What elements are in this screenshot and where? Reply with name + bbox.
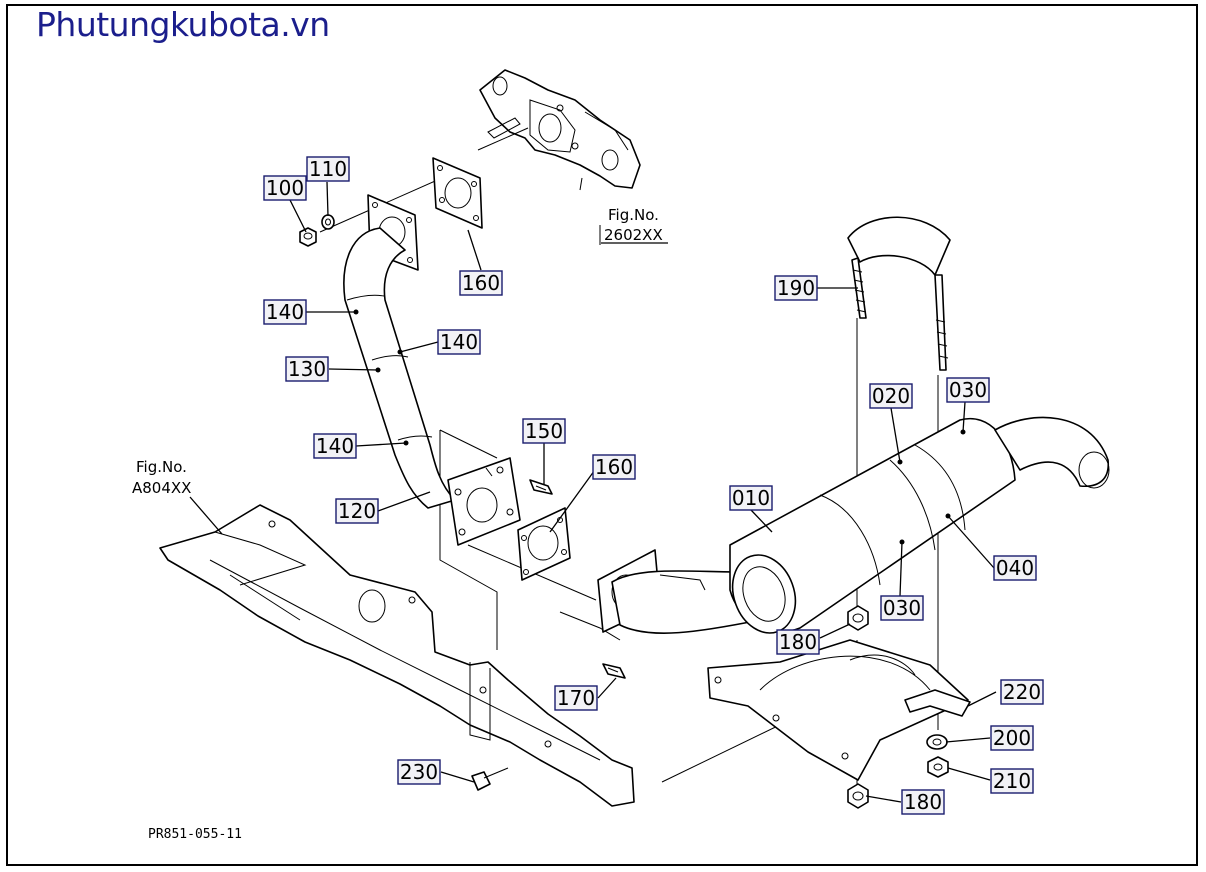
svg-text:180: 180	[779, 630, 817, 654]
gasket-160-mid-drawing	[517, 507, 571, 581]
svg-text:200: 200	[993, 726, 1031, 750]
leader-lines	[189, 181, 997, 803]
nut-180-lower-drawing	[847, 783, 869, 809]
svg-text:120: 120	[338, 499, 376, 523]
washer-200-drawing	[926, 734, 948, 750]
part-number-160-mid[interactable]: 160	[592, 454, 636, 480]
svg-text:A804XX: A804XX	[132, 479, 191, 497]
part-number-160-top[interactable]: 160	[459, 270, 503, 296]
part-number-200[interactable]: 200	[990, 725, 1034, 751]
svg-text:170: 170	[557, 686, 595, 710]
part-number-120[interactable]: 120	[335, 498, 379, 524]
part-number-040[interactable]: 040	[993, 555, 1037, 581]
frame-drawing	[159, 504, 635, 807]
part-number-190[interactable]: 190	[774, 275, 818, 301]
part-number-030-bottom[interactable]: 030	[880, 595, 924, 621]
svg-text:Fig.No.: Fig.No.	[608, 206, 659, 224]
part-number-140-a[interactable]: 140	[263, 299, 307, 325]
muffler-bracket-drawing	[707, 639, 969, 781]
svg-text:010: 010	[732, 486, 770, 510]
site-title[interactable]: Phutungkubota.vn	[36, 5, 330, 44]
bolt-150-drawing	[529, 479, 553, 495]
part-number-230[interactable]: 230	[397, 759, 441, 785]
lower-band-clamp-drawing	[904, 689, 971, 717]
diagram-frame	[6, 4, 1198, 866]
part-number-180-a[interactable]: 180	[776, 629, 820, 655]
svg-text:140: 140	[266, 300, 304, 324]
part-number-130[interactable]: 130	[285, 356, 329, 382]
svg-text:150: 150	[525, 419, 563, 443]
exhaust-manifold-drawing	[479, 69, 641, 189]
upper-band-clamp-drawing	[847, 216, 951, 371]
svg-text:140: 140	[316, 434, 354, 458]
part-number-210[interactable]: 210	[990, 768, 1034, 794]
svg-text:190: 190	[777, 276, 815, 300]
gasket-160-top-drawing	[432, 157, 483, 229]
svg-text:110: 110	[309, 157, 347, 181]
svg-text:140: 140	[440, 330, 478, 354]
svg-text:030: 030	[883, 596, 921, 620]
svg-text:2602XX: 2602XX	[604, 226, 663, 244]
part-number-110[interactable]: 110	[306, 156, 350, 182]
washer-110-drawing	[321, 214, 335, 230]
svg-text:Fig.No.: Fig.No.	[136, 458, 187, 476]
part-number-170[interactable]: 170	[554, 685, 598, 711]
svg-text:040: 040	[996, 556, 1034, 580]
figure-ref-top[interactable]: Fig.No. 2602XX	[604, 206, 663, 244]
bolt-170-drawing	[602, 663, 626, 679]
part-number-030-top[interactable]: 030	[946, 377, 990, 403]
nut-100-drawing	[299, 227, 317, 247]
part-number-140-c[interactable]: 140	[313, 433, 357, 459]
flange-120-drawing	[447, 457, 521, 546]
svg-text:100: 100	[266, 176, 304, 200]
muffler-body-drawing	[729, 417, 1016, 634]
svg-text:130: 130	[288, 357, 326, 381]
part-number-220[interactable]: 220	[1000, 679, 1044, 705]
tail-pipe-drawing	[994, 416, 1110, 489]
part-number-020[interactable]: 020	[869, 383, 913, 409]
bolt-230-drawing	[471, 767, 509, 791]
svg-text:160: 160	[462, 271, 500, 295]
drawing-code: PR851-055-11	[148, 827, 242, 842]
svg-text:020: 020	[872, 384, 910, 408]
part-number-140-b[interactable]: 140	[437, 329, 481, 355]
part-number-100[interactable]: 100	[263, 175, 307, 201]
svg-text:160: 160	[595, 455, 633, 479]
svg-text:220: 220	[1003, 680, 1041, 704]
svg-text:230: 230	[400, 760, 438, 784]
part-number-180-b[interactable]: 180	[901, 789, 945, 815]
nut-180-upper-drawing	[847, 605, 869, 631]
svg-text:030: 030	[949, 378, 987, 402]
part-number-010[interactable]: 010	[729, 485, 773, 511]
exhaust-pipe-130-drawing	[343, 227, 456, 509]
part-number-150[interactable]: 150	[522, 418, 566, 444]
nut-210-drawing	[927, 756, 949, 778]
svg-text:180: 180	[904, 790, 942, 814]
svg-text:210: 210	[993, 769, 1031, 793]
figure-ref-left[interactable]: Fig.No. A804XX	[132, 458, 191, 497]
